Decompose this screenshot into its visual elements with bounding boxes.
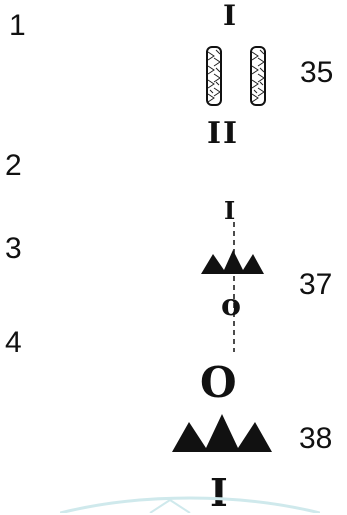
small-triangle-row-icon bbox=[201, 248, 264, 274]
value-label-35: 35 bbox=[300, 58, 333, 88]
row-label-1: 1 bbox=[9, 11, 26, 41]
small-o-symbol: o bbox=[221, 291, 241, 321]
big-o-symbol: O bbox=[200, 362, 237, 404]
twin-tile-icon bbox=[204, 44, 270, 108]
row-label-2: 2 bbox=[5, 151, 22, 181]
row-label-3: 3 bbox=[5, 234, 22, 264]
big-triangle-row-icon bbox=[172, 412, 272, 452]
watermark-curve bbox=[60, 492, 320, 513]
value-label-37: 37 bbox=[299, 270, 332, 300]
dotted-axis-line bbox=[232, 222, 236, 352]
small-i-symbol: I bbox=[224, 199, 235, 223]
value-label-38: 38 bbox=[299, 424, 332, 454]
row-label-4: 4 bbox=[5, 328, 22, 358]
double-i-symbol: II bbox=[207, 119, 239, 149]
top-i-symbol: I bbox=[223, 2, 236, 30]
